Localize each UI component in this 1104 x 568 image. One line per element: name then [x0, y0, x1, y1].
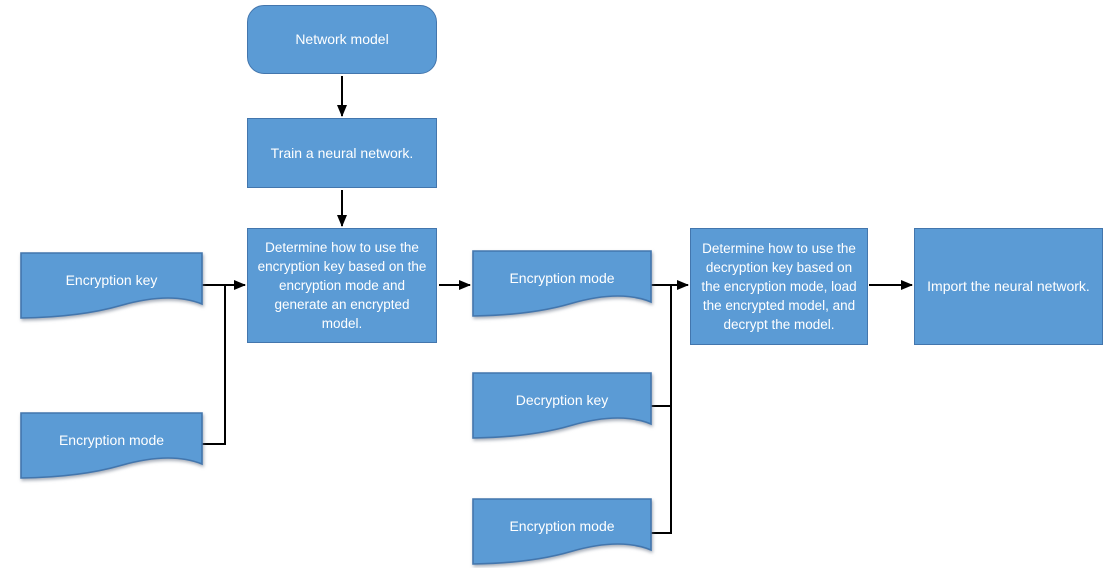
node-label: Network model [295, 31, 389, 47]
node-determine-encrypt: Determine how to use the encryption key … [247, 228, 437, 343]
node-network-model: Network model [247, 5, 437, 74]
node-label: Encryption mode [509, 269, 615, 286]
doc-encryption-key: Encryption key [20, 252, 203, 320]
doc-decryption-key: Decryption key [472, 372, 652, 440]
document-shape-icon [472, 250, 652, 317]
document-shape-icon [20, 412, 203, 479]
node-determine-decrypt: Determine how to use the decryption key … [690, 228, 868, 345]
connector-encryption-mode-left-join [201, 286, 226, 445]
document-shape-icon [472, 498, 652, 565]
node-label: Encryption key [65, 271, 158, 288]
doc-encryption-mode-left: Encryption mode [20, 412, 203, 480]
doc-encryption-mode-bottom: Encryption mode [472, 498, 652, 566]
node-label: Train a neural network. [270, 144, 414, 161]
node-import-network: Import the neural network. [914, 228, 1103, 345]
document-shape-icon [20, 252, 203, 319]
node-label: Decryption key [515, 391, 609, 408]
node-label: Import the neural network. [927, 278, 1090, 294]
node-label: Determine how to use the encryption key … [257, 240, 427, 331]
node-train-network: Train a neural network. [247, 118, 437, 188]
node-label: Encryption mode [58, 431, 165, 448]
node-label: Determine how to use the decryption key … [701, 241, 857, 332]
node-label: Encryption mode [509, 517, 615, 534]
document-shape-icon [472, 372, 652, 439]
doc-encryption-mode-middle: Encryption mode [472, 250, 652, 318]
